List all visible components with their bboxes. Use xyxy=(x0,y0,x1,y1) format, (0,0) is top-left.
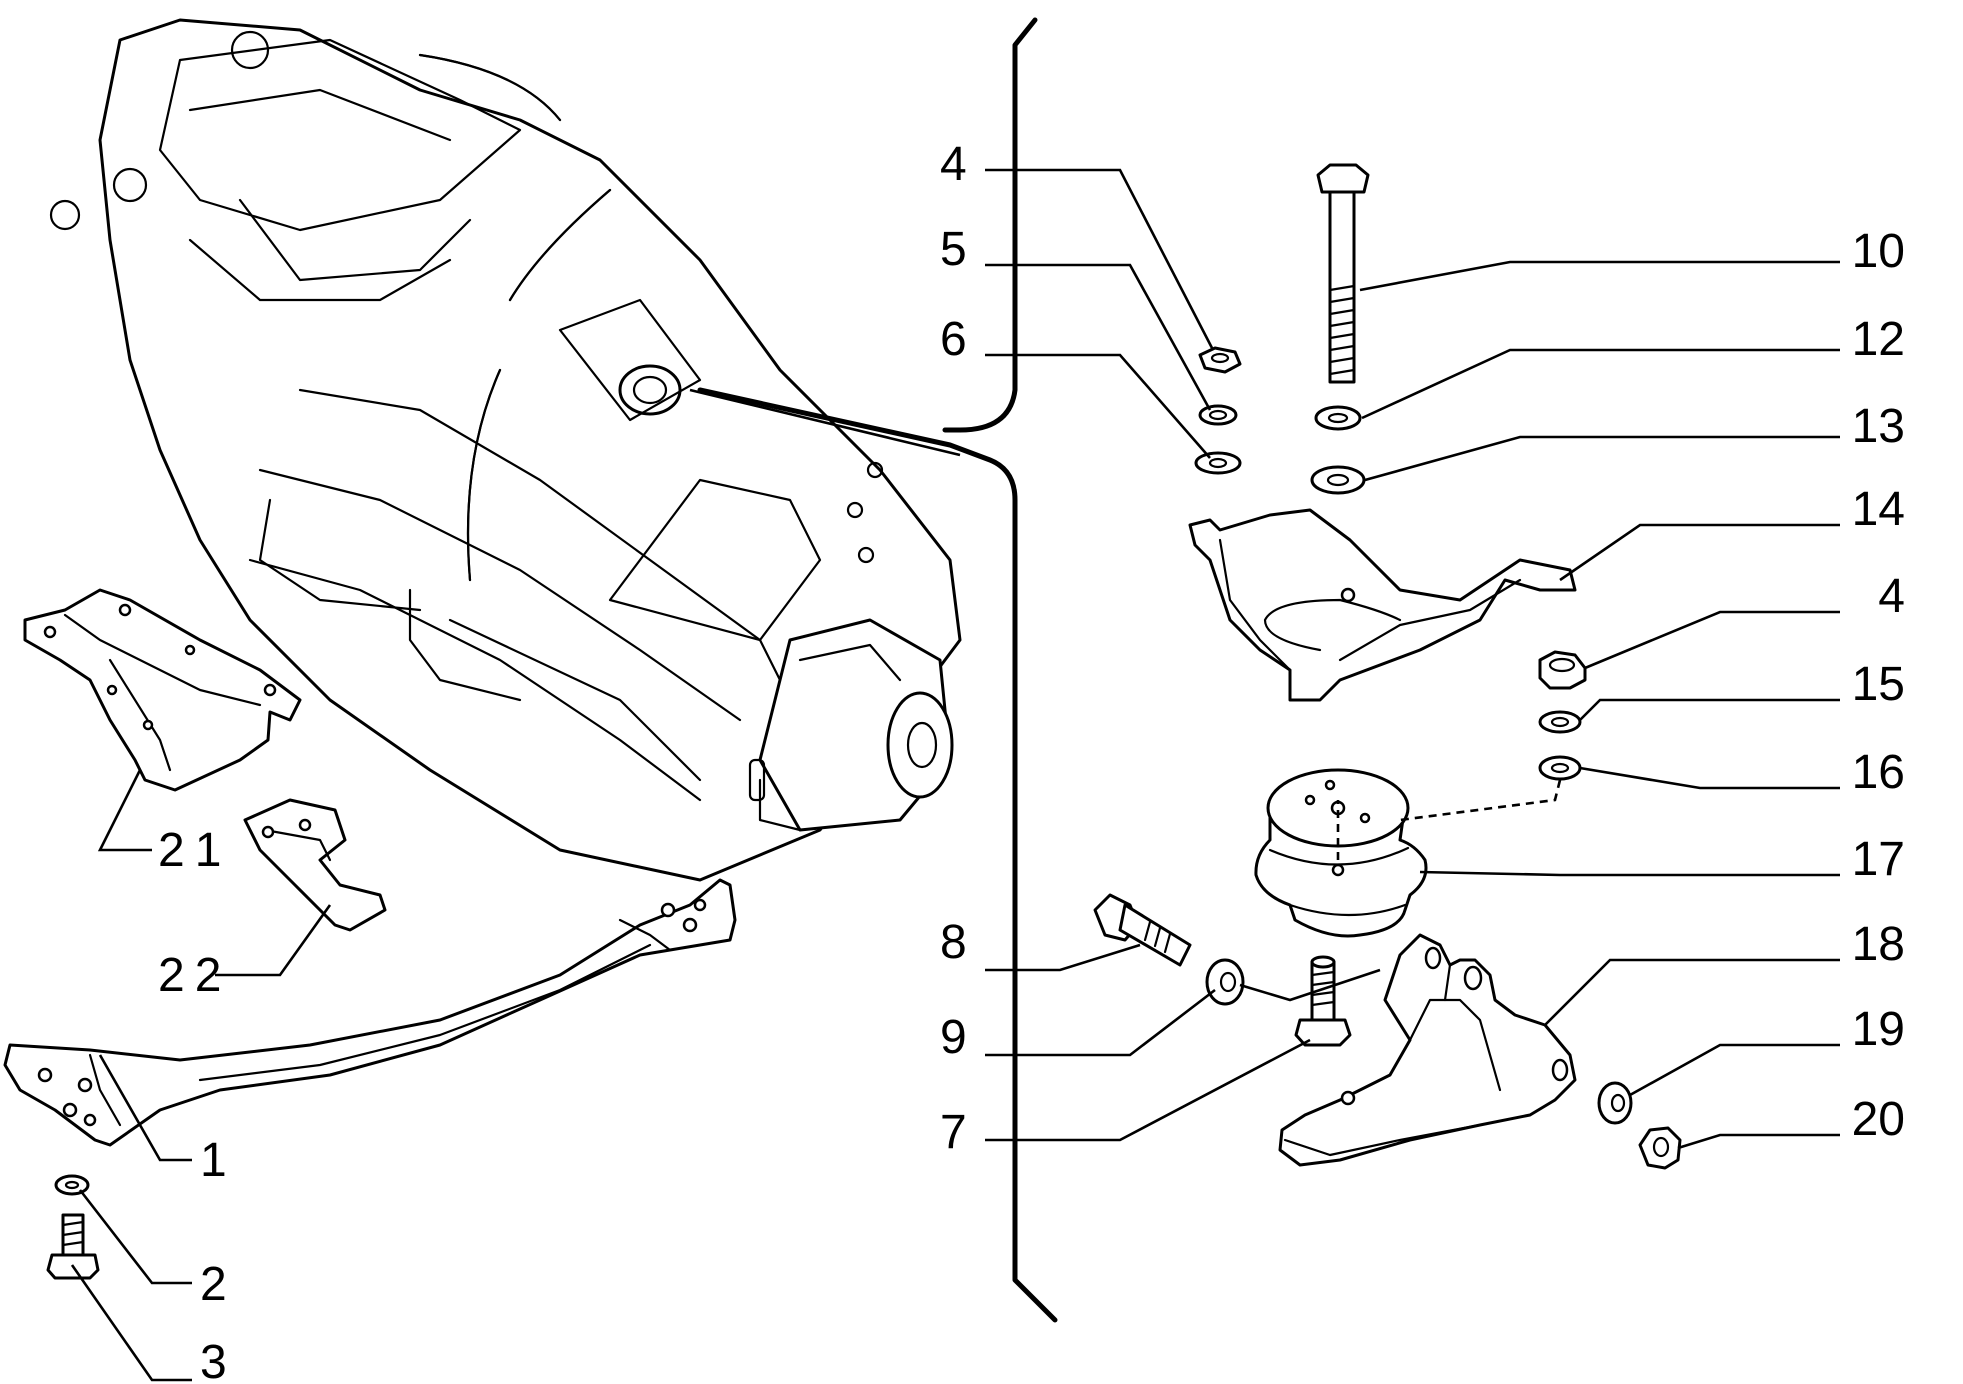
part-12-lock-washer xyxy=(1314,405,1362,431)
part-14-support-bracket xyxy=(1188,508,1577,702)
callout-13: 13 xyxy=(1852,400,1905,453)
callout-12: 12 xyxy=(1852,313,1905,366)
part-21-bracket xyxy=(23,588,302,792)
callout-19: 19 xyxy=(1852,1003,1905,1056)
callout-15: 15 xyxy=(1852,658,1905,711)
callout-8: 8 xyxy=(940,916,967,969)
part-15-lock-washer xyxy=(1538,710,1582,734)
part-8-bolt xyxy=(1093,893,1192,967)
callout-7: 7 xyxy=(940,1106,967,1159)
part-10-long-bolt xyxy=(1316,163,1370,384)
callout-16: 16 xyxy=(1852,746,1905,799)
part-9-washer xyxy=(1205,958,1245,1006)
callout-4-upper: 4 xyxy=(940,138,967,191)
callout-18: 18 xyxy=(1852,918,1905,971)
divider-bracket-line xyxy=(689,17,1058,1323)
callout-22: 22 xyxy=(158,949,231,1002)
part-4-nut-upper xyxy=(1198,346,1242,374)
part-19-washer xyxy=(1597,1081,1633,1125)
callout-10: 10 xyxy=(1852,225,1905,278)
callout-17: 17 xyxy=(1852,833,1905,886)
callout-4-lower: 4 xyxy=(1878,570,1905,623)
part-7-stud-bolt xyxy=(1294,955,1352,1047)
part-6-washer xyxy=(1194,451,1242,475)
part-13-washer xyxy=(1310,465,1366,495)
part-18-lower-bracket xyxy=(1278,933,1577,1167)
leader-lines xyxy=(70,168,1840,1382)
part-22-bracket xyxy=(243,798,387,932)
callout-20: 20 xyxy=(1852,1093,1905,1146)
part-1-crossmember xyxy=(3,878,737,1147)
engine-gearbox-assembly xyxy=(49,18,962,882)
part-16-washer xyxy=(1538,755,1582,781)
part-2-washer xyxy=(54,1174,90,1196)
callout-5: 5 xyxy=(940,223,967,276)
callout-2: 2 xyxy=(200,1258,227,1311)
part-17-rubber-mount xyxy=(1254,768,1428,938)
callout-9: 9 xyxy=(940,1011,967,1064)
callout-21: 21 xyxy=(158,824,231,877)
part-4-nut-lower xyxy=(1538,650,1587,690)
callout-14: 14 xyxy=(1852,483,1905,536)
part-20-nut xyxy=(1638,1126,1682,1170)
part-5-lock-washer xyxy=(1198,404,1238,426)
callout-labels: 1 2 3 21 22 4 5 6 8 9 7 10 12 13 14 4 15… xyxy=(158,138,1905,1384)
callout-6: 6 xyxy=(940,313,967,366)
callout-1: 1 xyxy=(200,1134,227,1187)
callout-3: 3 xyxy=(200,1336,227,1384)
